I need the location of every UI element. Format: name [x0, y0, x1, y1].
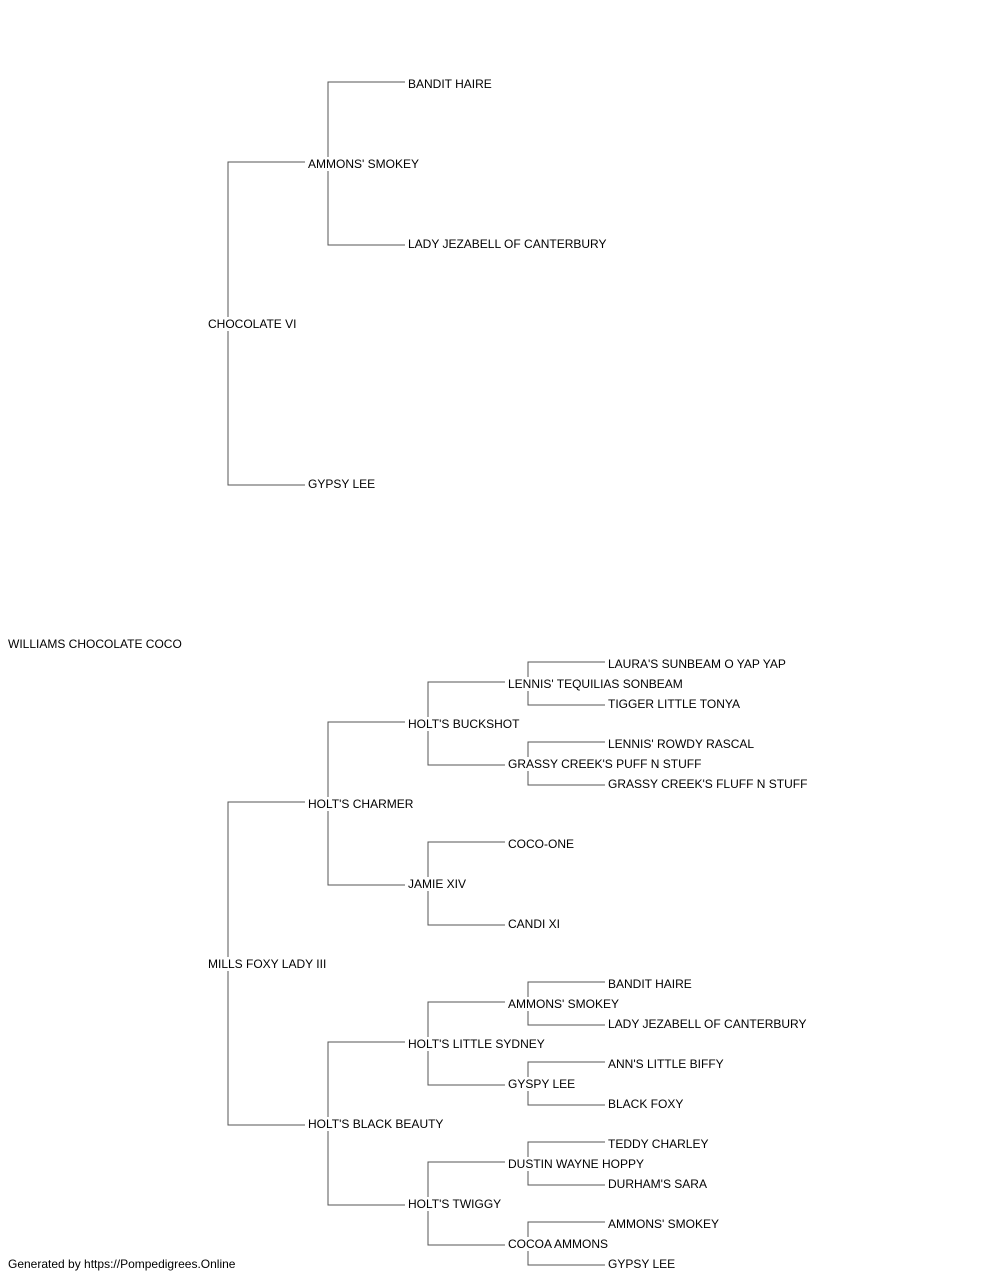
dam-sire-name: HOLT'S CHARMER	[308, 797, 416, 811]
sire-sire-sire-name: BANDIT HAIRE	[408, 77, 494, 91]
dam-sire-sire-dam-sire-name: LENNIS' ROWDY RASCAL	[608, 737, 757, 751]
dam-dam-dam-sire-name: DUSTIN WAYNE HOPPY	[508, 1157, 647, 1171]
dam-dam-sire-dam-sire-name: ANN'S LITTLE BIFFY	[608, 1057, 726, 1071]
dam-sire-sire-dam-dam-name: GRASSY CREEK'S FLUFF N STUFF	[608, 777, 810, 791]
sire-sire-name: AMMONS' SMOKEY	[308, 157, 421, 171]
dam-dam-sire-sire-dam-name: LADY JEZABELL OF CANTERBURY	[608, 1017, 809, 1031]
dam-sire-sire-sire-dam-name: TIGGER LITTLE TONYA	[608, 697, 743, 711]
dam-dam-sire-dam-dam-name: BLACK FOXY	[608, 1097, 686, 1111]
dam-dam-dam-dam-name: COCOA AMMONS	[508, 1237, 611, 1251]
dam-dam-sire-sire-sire-name: BANDIT HAIRE	[608, 977, 694, 991]
dam-dam-sire-name: HOLT'S LITTLE SYDNEY	[408, 1037, 547, 1051]
dam-sire-sire-sire-sire-name: LAURA'S SUNBEAM O YAP YAP	[608, 657, 788, 671]
dam-sire-dam-dam-name: CANDI XI	[508, 917, 563, 931]
dam-dam-dam-dam-dam-name: GYPSY LEE	[608, 1257, 678, 1271]
dam-sire-dam-name: JAMIE XIV	[408, 877, 469, 891]
dam-dam-dam-name: HOLT'S TWIGGY	[408, 1197, 504, 1211]
sire-dam-name: GYPSY LEE	[308, 477, 378, 491]
dam-sire-dam-sire-name: COCO-ONE	[508, 837, 576, 851]
sire-name: CHOCOLATE VI	[208, 317, 299, 331]
dam-sire-sire-sire-name: LENNIS' TEQUILIAS SONBEAM	[508, 677, 685, 691]
dam-sire-sire-dam-name: GRASSY CREEK'S PUFF N STUFF	[508, 757, 704, 771]
dam-dam-dam-dam-sire-name: AMMONS' SMOKEY	[608, 1217, 721, 1231]
subject-name: WILLIAMS CHOCOLATE COCO	[8, 637, 184, 651]
dam-dam-sire-sire-name: AMMONS' SMOKEY	[508, 997, 621, 1011]
dam-dam-dam-sire-dam-name: DURHAM'S SARA	[608, 1177, 709, 1191]
dam-dam-dam-sire-sire-name: TEDDY CHARLEY	[608, 1137, 711, 1151]
dam-sire-sire-name: HOLT'S BUCKSHOT	[408, 717, 522, 731]
dam-name: MILLS FOXY LADY III	[208, 957, 329, 971]
dam-dam-sire-dam-name: GYSPY LEE	[508, 1077, 578, 1091]
dam-dam-name: HOLT'S BLACK BEAUTY	[308, 1117, 446, 1131]
generated-by-footer: Generated by https://Pompedigrees.Online	[8, 1257, 236, 1271]
sire-sire-dam-name: LADY JEZABELL OF CANTERBURY	[408, 237, 609, 251]
